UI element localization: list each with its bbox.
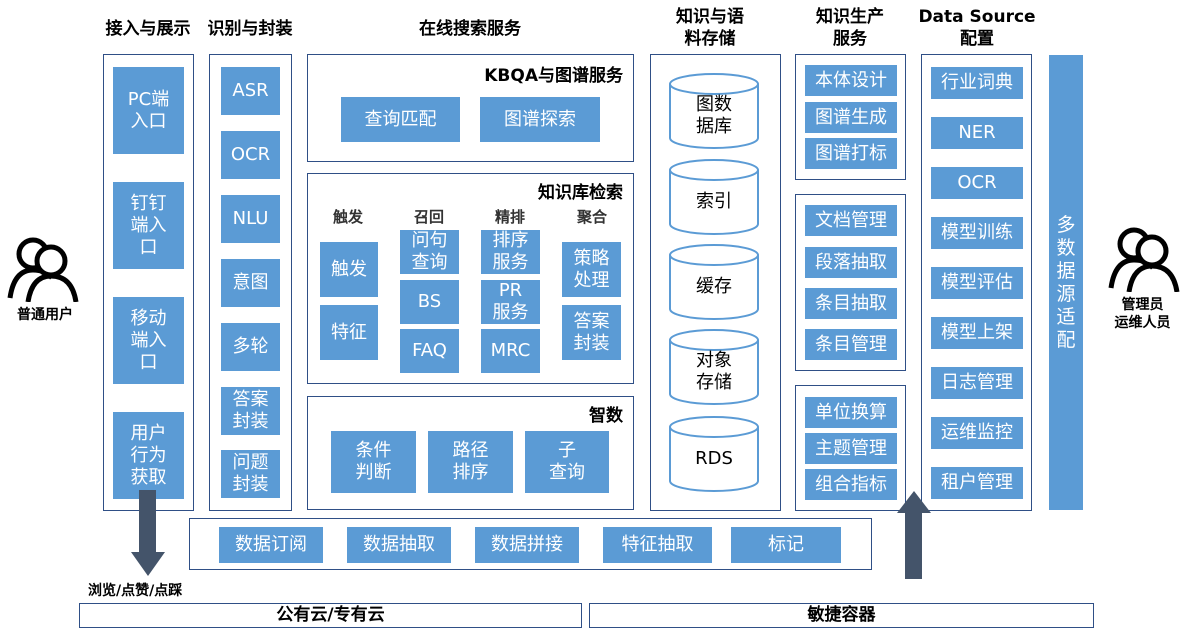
access-block-dingtalk[interactable]: 钉钉 端入 口 [113, 182, 184, 269]
access-block-pc[interactable]: PC端 入口 [113, 67, 184, 154]
database-icon [669, 159, 759, 235]
kb-search-frame: 知识库检索 触发 召回 精排 聚合 触发 特征 问句 查询 BS FAQ 排序 … [307, 173, 634, 384]
storage-rds[interactable]: RDS [668, 415, 760, 493]
recognize-block-question-pack[interactable]: 问题 封装 [221, 450, 280, 498]
kb-col-label-trigger: 触发 [332, 208, 363, 226]
datasource-block-model-train[interactable]: 模型训练 [931, 217, 1023, 249]
header-datasource: Data Source 配置 [918, 7, 1036, 49]
pipeline-block-extract[interactable]: 数据抽取 [347, 527, 451, 563]
kb-block-strategy[interactable]: 策略 处理 [562, 242, 621, 297]
access-block-mobile[interactable]: 移动 端入 口 [113, 297, 184, 384]
kb-block-feature[interactable]: 特征 [320, 305, 378, 360]
zhishu-block-path-rank[interactable]: 路径 排序 [428, 431, 513, 493]
arrow-up-icon [897, 491, 931, 579]
recognize-block-ocr[interactable]: OCR [221, 131, 280, 179]
zhishu-title: 智数 [589, 406, 623, 426]
kbqa-block-query-match[interactable]: 查询匹配 [341, 97, 460, 142]
access-frame: PC端 入口 钉钉 端入 口 移动 端入 口 用户 行为 获取 [103, 54, 194, 511]
production-frame-document: 文档管理 段落抽取 条目抽取 条目管理 [795, 194, 906, 371]
zhishu-block-condition[interactable]: 条件 判断 [331, 431, 416, 493]
database-icon [669, 329, 759, 405]
production-block-ontology[interactable]: 本体设计 [805, 65, 897, 96]
datasource-frame: 行业词典 NER OCR 模型训练 模型评估 模型上架 日志管理 运维监控 租户… [921, 54, 1032, 511]
storage-label: RDS [695, 448, 733, 469]
users-icon [7, 237, 79, 302]
datasource-block-model-deploy[interactable]: 模型上架 [931, 317, 1023, 349]
production-block-topic-manage[interactable]: 主题管理 [805, 433, 897, 464]
production-frame-metrics: 单位换算 主题管理 组合指标 [795, 385, 906, 511]
kb-col-label-recall: 召回 [413, 208, 444, 226]
recognize-block-asr[interactable]: ASR [221, 67, 280, 115]
user-label-regular: 普通用户 [17, 307, 73, 323]
kb-block-bs[interactable]: BS [400, 280, 459, 324]
cloud-bar: 公有云/专有云 [79, 603, 582, 628]
production-block-unit-convert[interactable]: 单位换算 [805, 397, 897, 428]
kb-block-question-query[interactable]: 问句 查询 [400, 230, 459, 274]
production-block-entry-extract[interactable]: 条目抽取 [805, 288, 897, 319]
production-frame-graph: 本体设计 图谱生成 图谱打标 [795, 54, 906, 180]
pipeline-block-join[interactable]: 数据拼接 [475, 527, 579, 563]
pipeline-block-feature-extract[interactable]: 特征抽取 [603, 527, 712, 563]
storage-label: 图数 据库 [696, 94, 732, 137]
storage-cache[interactable]: 缓存 [668, 243, 760, 321]
kbqa-title: KBQA与图谱服务 [484, 66, 623, 86]
kb-block-pr-service[interactable]: PR 服务 [481, 280, 540, 324]
kb-block-mrc[interactable]: MRC [481, 329, 540, 373]
kb-block-faq[interactable]: FAQ [400, 329, 459, 373]
storage-label: 缓存 [696, 276, 732, 297]
kb-col-label-aggregate: 聚合 [576, 208, 607, 226]
storage-object[interactable]: 对象 存储 [668, 328, 760, 406]
datasource-block-model-eval[interactable]: 模型评估 [931, 267, 1023, 299]
recognize-block-answer-pack[interactable]: 答案 封装 [221, 387, 280, 435]
kb-block-answer-pack[interactable]: 答案 封装 [562, 305, 621, 360]
data-pipeline-frame: 数据订阅 数据抽取 数据拼接 特征抽取 标记 [189, 518, 872, 570]
datasource-block-ner[interactable]: NER [931, 117, 1023, 149]
user-label-admin: 管理员 运维人员 [1114, 297, 1171, 331]
header-access: 接入与展示 [105, 19, 191, 39]
production-block-graph-tag[interactable]: 图谱打标 [805, 138, 897, 169]
storage-index[interactable]: 索引 [668, 158, 760, 236]
production-block-doc-manage[interactable]: 文档管理 [805, 205, 897, 236]
recognize-frame: ASR OCR NLU 意图 多轮 答案 封装 问题 封装 [209, 54, 292, 511]
multi-source-adapter[interactable]: 多 数 据 源 适 配 [1049, 55, 1083, 510]
header-storage: 知识与语 料存储 [676, 7, 744, 49]
feedback-label: 浏览/点赞/点踩 [88, 583, 183, 599]
pipeline-block-subscribe[interactable]: 数据订阅 [219, 527, 323, 563]
datasource-block-log-manage[interactable]: 日志管理 [931, 367, 1023, 399]
header-online-search: 在线搜索服务 [419, 19, 521, 39]
recognize-block-nlu[interactable]: NLU [221, 195, 280, 243]
kbqa-frame: KBQA与图谱服务 查询匹配 图谱探索 [307, 54, 634, 162]
datasource-block-industry-dict[interactable]: 行业词典 [931, 67, 1023, 99]
database-icon [669, 73, 759, 149]
datasource-block-ops-monitor[interactable]: 运维监控 [931, 417, 1023, 449]
zhishu-block-subquery[interactable]: 子 查询 [525, 431, 609, 493]
recognize-block-multiturn[interactable]: 多轮 [221, 323, 280, 371]
production-block-combined-metric[interactable]: 组合指标 [805, 469, 897, 500]
header-production: 知识生产 服务 [816, 7, 884, 49]
admin-users-icon [1108, 227, 1180, 292]
storage-label: 索引 [696, 191, 732, 212]
recognize-block-intent[interactable]: 意图 [221, 259, 280, 307]
datasource-block-ocr[interactable]: OCR [931, 167, 1023, 199]
container-bar: 敏捷容器 [589, 603, 1094, 628]
storage-graph-db[interactable]: 图数 据库 [668, 72, 760, 150]
production-block-entry-manage[interactable]: 条目管理 [805, 329, 897, 360]
header-recognize: 识别与封装 [207, 19, 293, 39]
access-block-behavior[interactable]: 用户 行为 获取 [113, 412, 184, 499]
kb-search-title: 知识库检索 [538, 183, 623, 203]
database-icon [669, 244, 759, 320]
production-block-paragraph-extract[interactable]: 段落抽取 [805, 247, 897, 278]
production-block-graph-gen[interactable]: 图谱生成 [805, 102, 897, 133]
kb-col-label-rerank: 精排 [494, 208, 525, 226]
zhishu-frame: 智数 条件 判断 路径 排序 子 查询 [307, 396, 634, 510]
kbqa-block-graph-explore[interactable]: 图谱探索 [480, 97, 600, 142]
storage-label: 对象 存储 [696, 350, 732, 393]
arrow-down-icon [131, 490, 165, 576]
kb-block-rank-service[interactable]: 排序 服务 [481, 230, 540, 274]
datasource-block-tenant-manage[interactable]: 租户管理 [931, 467, 1023, 499]
database-icon [669, 416, 759, 492]
pipeline-block-mark[interactable]: 标记 [731, 527, 841, 563]
kb-block-trigger[interactable]: 触发 [320, 242, 378, 297]
